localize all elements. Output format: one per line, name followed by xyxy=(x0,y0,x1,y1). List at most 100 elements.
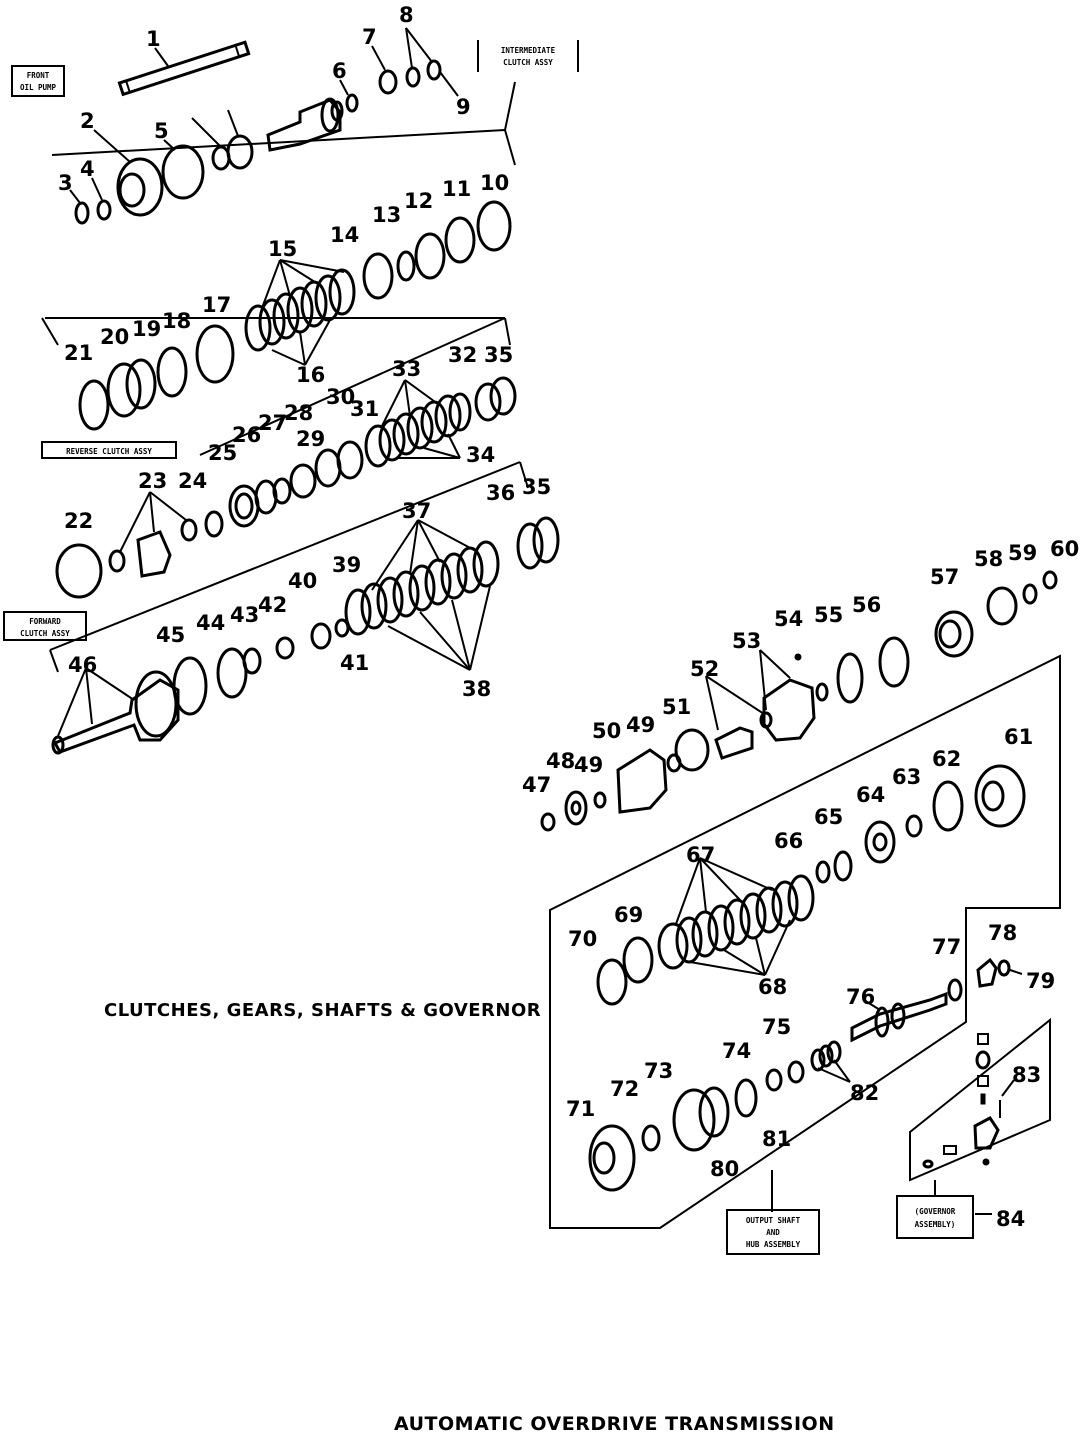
callout-21: 21 xyxy=(64,341,93,365)
svg-text:ASSEMBLY): ASSEMBLY) xyxy=(915,1220,956,1229)
callout-71: 71 xyxy=(566,1097,595,1121)
svg-text:OUTPUT SHAFT: OUTPUT SHAFT xyxy=(746,1216,801,1225)
callout-84: 84 xyxy=(996,1207,1025,1231)
callout-59: 59 xyxy=(1008,541,1037,565)
callout-1: 1 xyxy=(146,27,161,51)
callout-27: 27 xyxy=(258,411,287,435)
callout-54: 54 xyxy=(774,607,803,631)
callout-6: 6 xyxy=(332,59,347,83)
callout-10: 10 xyxy=(480,171,509,195)
label-box-front-oil-pump: FRONT OIL PUMP xyxy=(11,65,65,97)
callout-56: 56 xyxy=(852,593,881,617)
callout-61: 61 xyxy=(1004,725,1033,749)
svg-text:OIL PUMP: OIL PUMP xyxy=(20,83,57,92)
svg-text:HUB ASSEMBLY: HUB ASSEMBLY xyxy=(746,1240,801,1249)
svg-text:REVERSE CLUTCH ASSY: REVERSE CLUTCH ASSY xyxy=(66,447,152,456)
label-box-intermediate-clutch: INTERMEDIATE CLUTCH ASSY xyxy=(477,40,579,72)
callout-26: 26 xyxy=(232,423,261,447)
callout-50: 50 xyxy=(592,719,621,743)
callout-28: 28 xyxy=(284,401,313,425)
callout-46: 46 xyxy=(68,653,97,677)
callout-70: 70 xyxy=(568,927,597,951)
label-box-output-shaft: OUTPUT SHAFT AND HUB ASSEMBLY xyxy=(726,1209,820,1255)
callout-18: 18 xyxy=(162,309,191,333)
callout-80: 80 xyxy=(710,1157,739,1181)
callout-52: 52 xyxy=(690,657,719,681)
callout-43: 43 xyxy=(230,603,259,627)
callout-60: 60 xyxy=(1050,537,1079,561)
group-brackets xyxy=(41,81,1061,1229)
callout-2: 2 xyxy=(80,109,95,133)
callout-49b: 49 xyxy=(626,713,655,737)
callout-9: 9 xyxy=(456,95,471,119)
callout-57: 57 xyxy=(930,565,959,589)
svg-text:AND: AND xyxy=(766,1228,780,1237)
callout-33: 33 xyxy=(392,357,421,381)
parts-row-output xyxy=(588,764,1026,1192)
callout-36: 36 xyxy=(486,481,515,505)
callout-81: 81 xyxy=(762,1127,791,1151)
callout-78: 78 xyxy=(988,921,1017,945)
parts-row-intermediate xyxy=(78,200,512,431)
callout-numbers: 1 2 3 4 5 6 7 8 9 10 11 12 13 14 15 16 1… xyxy=(58,3,1079,1231)
callout-25: 25 xyxy=(208,441,237,465)
callout-74: 74 xyxy=(722,1039,751,1063)
callout-83: 83 xyxy=(1012,1063,1041,1087)
callout-45: 45 xyxy=(156,623,185,647)
callout-65: 65 xyxy=(814,805,843,829)
callout-39: 39 xyxy=(332,553,361,577)
callout-51: 51 xyxy=(662,695,691,719)
callout-22: 22 xyxy=(64,509,93,533)
callout-17: 17 xyxy=(202,293,231,317)
leader-lines xyxy=(57,27,1023,1215)
label-box-reverse-clutch: REVERSE CLUTCH ASSY xyxy=(41,441,177,459)
callout-8: 8 xyxy=(399,3,414,27)
callout-40: 40 xyxy=(288,569,317,593)
callout-15: 15 xyxy=(268,237,297,261)
callout-69: 69 xyxy=(614,903,643,927)
callout-75: 75 xyxy=(762,1015,791,1039)
parts-row-forward xyxy=(51,516,560,755)
svg-text:INTERMEDIATE: INTERMEDIATE xyxy=(501,46,556,55)
callout-35a: 35 xyxy=(484,343,513,367)
callout-4: 4 xyxy=(80,157,95,181)
callout-12: 12 xyxy=(404,189,433,213)
callout-72: 72 xyxy=(610,1077,639,1101)
parts-row-planetary xyxy=(540,570,1058,832)
callout-82: 82 xyxy=(850,1081,879,1105)
callout-63: 63 xyxy=(892,765,921,789)
callout-34: 34 xyxy=(466,443,495,467)
callout-79: 79 xyxy=(1026,969,1055,993)
svg-text:FRONT: FRONT xyxy=(27,71,50,80)
callout-14: 14 xyxy=(330,223,359,247)
callout-19: 19 xyxy=(132,317,161,341)
label-box-governor: (GOVERNOR ASSEMBLY) xyxy=(896,1195,974,1239)
callout-53: 53 xyxy=(732,629,761,653)
callout-64: 64 xyxy=(856,783,885,807)
callout-55: 55 xyxy=(814,603,843,627)
callout-31: 31 xyxy=(350,397,379,421)
callout-68: 68 xyxy=(758,975,787,999)
callout-44: 44 xyxy=(196,611,225,635)
callout-73: 73 xyxy=(644,1059,673,1083)
svg-text:CLUTCH ASSY: CLUTCH ASSY xyxy=(20,629,70,638)
svg-text:CLUTCH ASSY: CLUTCH ASSY xyxy=(503,58,553,67)
callout-37: 37 xyxy=(402,499,431,523)
callout-38: 38 xyxy=(462,677,491,701)
parts-row-front-pump xyxy=(74,40,442,225)
input-shaft xyxy=(117,40,251,97)
callout-11: 11 xyxy=(442,177,471,201)
callout-35b: 35 xyxy=(522,475,551,499)
callout-77: 77 xyxy=(932,935,961,959)
callout-47: 47 xyxy=(522,773,551,797)
svg-text:(GOVERNOR: (GOVERNOR xyxy=(915,1207,956,1216)
callout-5: 5 xyxy=(154,119,169,143)
section-title: CLUTCHES, GEARS, SHAFTS & GOVERNOR xyxy=(104,1000,541,1021)
callout-66: 66 xyxy=(774,829,803,853)
callout-41: 41 xyxy=(340,651,369,675)
callout-67: 67 xyxy=(686,843,715,867)
label-box-forward-clutch: FORWARD CLUTCH ASSY xyxy=(3,611,87,641)
callout-20: 20 xyxy=(100,325,129,349)
callout-24: 24 xyxy=(178,469,207,493)
